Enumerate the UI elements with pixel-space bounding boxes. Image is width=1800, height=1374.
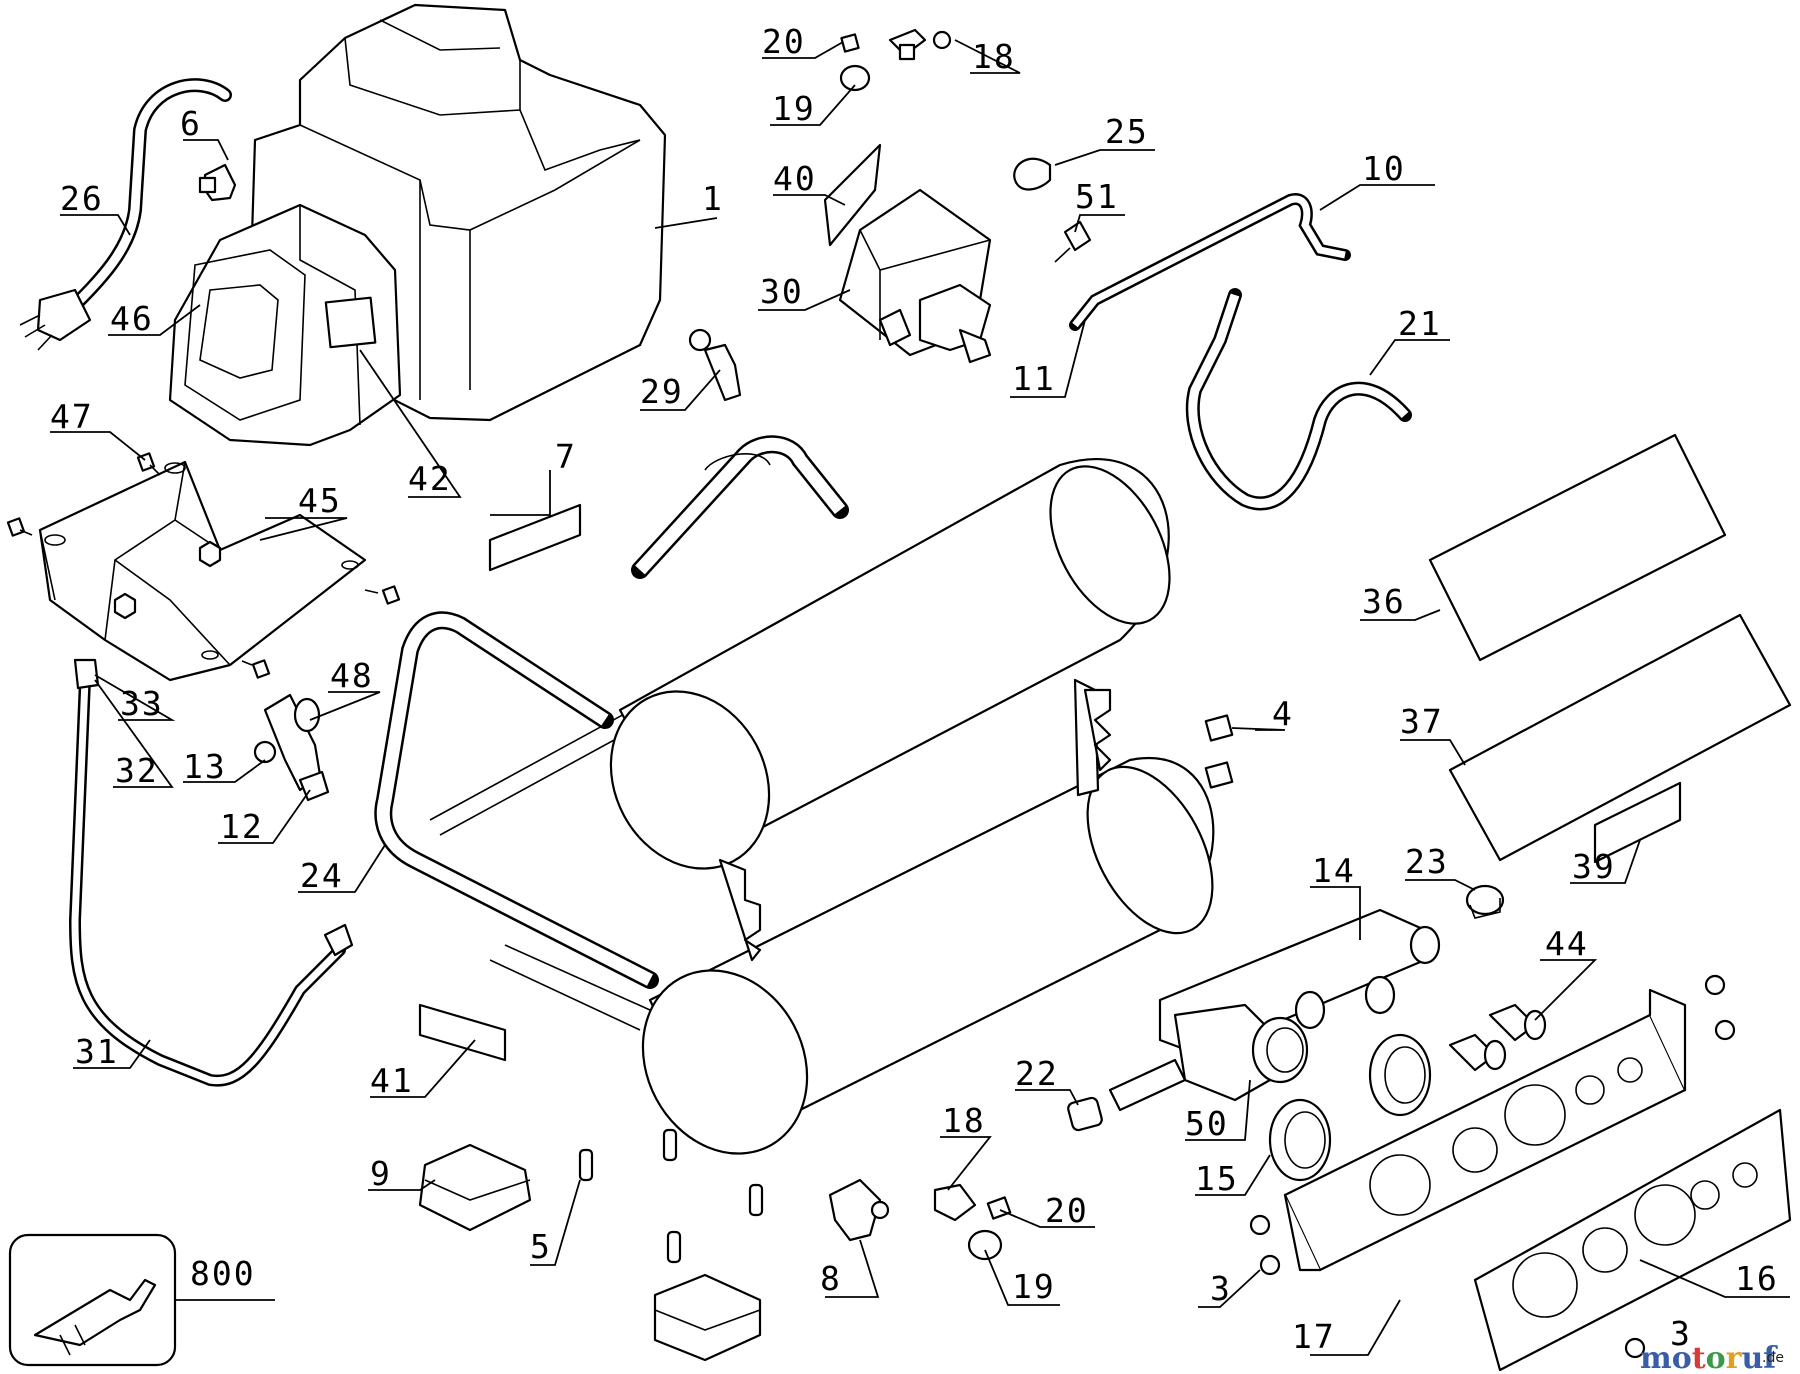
tank-bracket-upper	[1083, 688, 1112, 772]
safety-valve-29	[688, 328, 742, 402]
part-label: 9	[370, 1154, 392, 1193]
part-label: 4	[1272, 694, 1294, 733]
rubber-foot-lower	[653, 1273, 762, 1362]
check-valve	[253, 693, 330, 802]
part-label: 42	[408, 459, 452, 498]
couplers-44	[1448, 1003, 1547, 1072]
clamp-19-top	[839, 64, 871, 92]
watermark-suffix: .de	[1762, 1350, 1784, 1366]
part-label: 40	[773, 159, 817, 198]
pressure-switch	[838, 188, 992, 364]
part-label: 31	[75, 1032, 119, 1071]
part-label: 41	[370, 1061, 414, 1100]
part-number-labels: 1 6 26 46 42 47 45 7 33 32 13 48 12 24 3…	[50, 22, 1779, 1356]
fitting-20-lower	[986, 1196, 1012, 1220]
part-label: 50	[1185, 1104, 1229, 1143]
leader-lines	[50, 39, 1790, 1356]
bolts-5	[578, 1128, 764, 1264]
control-panel-17	[1283, 988, 1687, 1272]
part-label: 1	[702, 179, 724, 218]
part-label: 11	[1012, 359, 1056, 398]
part-label: 45	[298, 481, 342, 520]
part-label: 21	[1398, 304, 1442, 343]
rubber-foot-upper	[418, 1143, 532, 1232]
label-37	[1448, 613, 1792, 862]
label-7	[488, 503, 582, 572]
part-label: 20	[1045, 1191, 1089, 1230]
part-label: 24	[300, 856, 344, 895]
part-label: 10	[1362, 149, 1406, 188]
elbow-18-top	[888, 28, 952, 61]
motor-bracket	[38, 460, 367, 682]
regulator-50	[1173, 1003, 1309, 1102]
part-label: 22	[1015, 1054, 1059, 1093]
plug-23	[1465, 884, 1505, 919]
part-label: 26	[60, 179, 104, 218]
part-label: 46	[110, 299, 154, 338]
lower-air-tank	[641, 757, 1215, 1155]
watermark-logo: motoruf .de	[1640, 1341, 1784, 1374]
part-label: 5	[530, 1227, 552, 1266]
part-label: 3	[1670, 1314, 1692, 1353]
tank-bracket-lower	[718, 858, 762, 962]
part-label: 33	[120, 684, 164, 723]
label-41	[418, 1003, 507, 1062]
clip-25	[1013, 157, 1052, 191]
part-label: 18	[942, 1101, 986, 1140]
gauges-15	[1268, 1033, 1432, 1182]
part-label: 47	[50, 397, 94, 436]
clamp-19-lower	[967, 1229, 1003, 1261]
screws-3	[1249, 974, 1736, 1359]
part-label: 18	[972, 37, 1016, 76]
part-label: 48	[330, 656, 374, 695]
nut-31-end	[323, 923, 354, 957]
plug-22	[1067, 1096, 1103, 1132]
fitting-51	[1054, 220, 1092, 263]
panel-overlay-16	[1473, 1108, 1792, 1372]
part-label: 36	[1362, 582, 1406, 621]
part-label: 17	[1292, 1317, 1336, 1356]
part-label: 23	[1405, 842, 1449, 881]
part-label: 19	[772, 89, 816, 128]
part-label: 51	[1075, 177, 1119, 216]
part-label: 16	[1735, 1259, 1779, 1298]
part-label: 14	[1312, 851, 1356, 890]
motor-end-cover	[168, 203, 402, 447]
part-label: 12	[220, 807, 264, 846]
part-label: 25	[1105, 112, 1149, 151]
part-label: 6	[180, 104, 202, 143]
part-label: 32	[115, 751, 159, 790]
part-label: 8	[820, 1259, 842, 1298]
part-label: 19	[1012, 1267, 1056, 1306]
clips-4	[1204, 714, 1234, 789]
nut-33	[73, 658, 100, 690]
part-label: 30	[760, 272, 804, 311]
label-39	[1593, 781, 1682, 864]
svg-text:motoruf: motoruf	[1640, 1341, 1778, 1374]
part-label: 20	[762, 22, 806, 61]
power-cord	[19, 78, 232, 351]
fitting-8	[828, 1178, 890, 1242]
part-label: 7	[555, 437, 577, 476]
fitting-20-top	[840, 33, 860, 53]
label-40	[823, 143, 882, 247]
upper-air-tank	[609, 453, 1171, 870]
label-36	[1428, 433, 1727, 662]
part-label: 37	[1400, 702, 1444, 741]
part-label: 13	[183, 747, 227, 786]
part-label: 15	[1195, 1159, 1239, 1198]
part-label: 39	[1572, 847, 1616, 886]
part-label: 44	[1545, 924, 1589, 963]
part-label: 3	[1210, 1269, 1232, 1308]
elbow-18-lower	[933, 1183, 977, 1222]
part-label: 29	[640, 372, 684, 411]
inset-air-blow-gun	[8, 1233, 177, 1367]
part-label: 800	[190, 1254, 256, 1293]
elbow-fitting-6	[198, 163, 237, 202]
